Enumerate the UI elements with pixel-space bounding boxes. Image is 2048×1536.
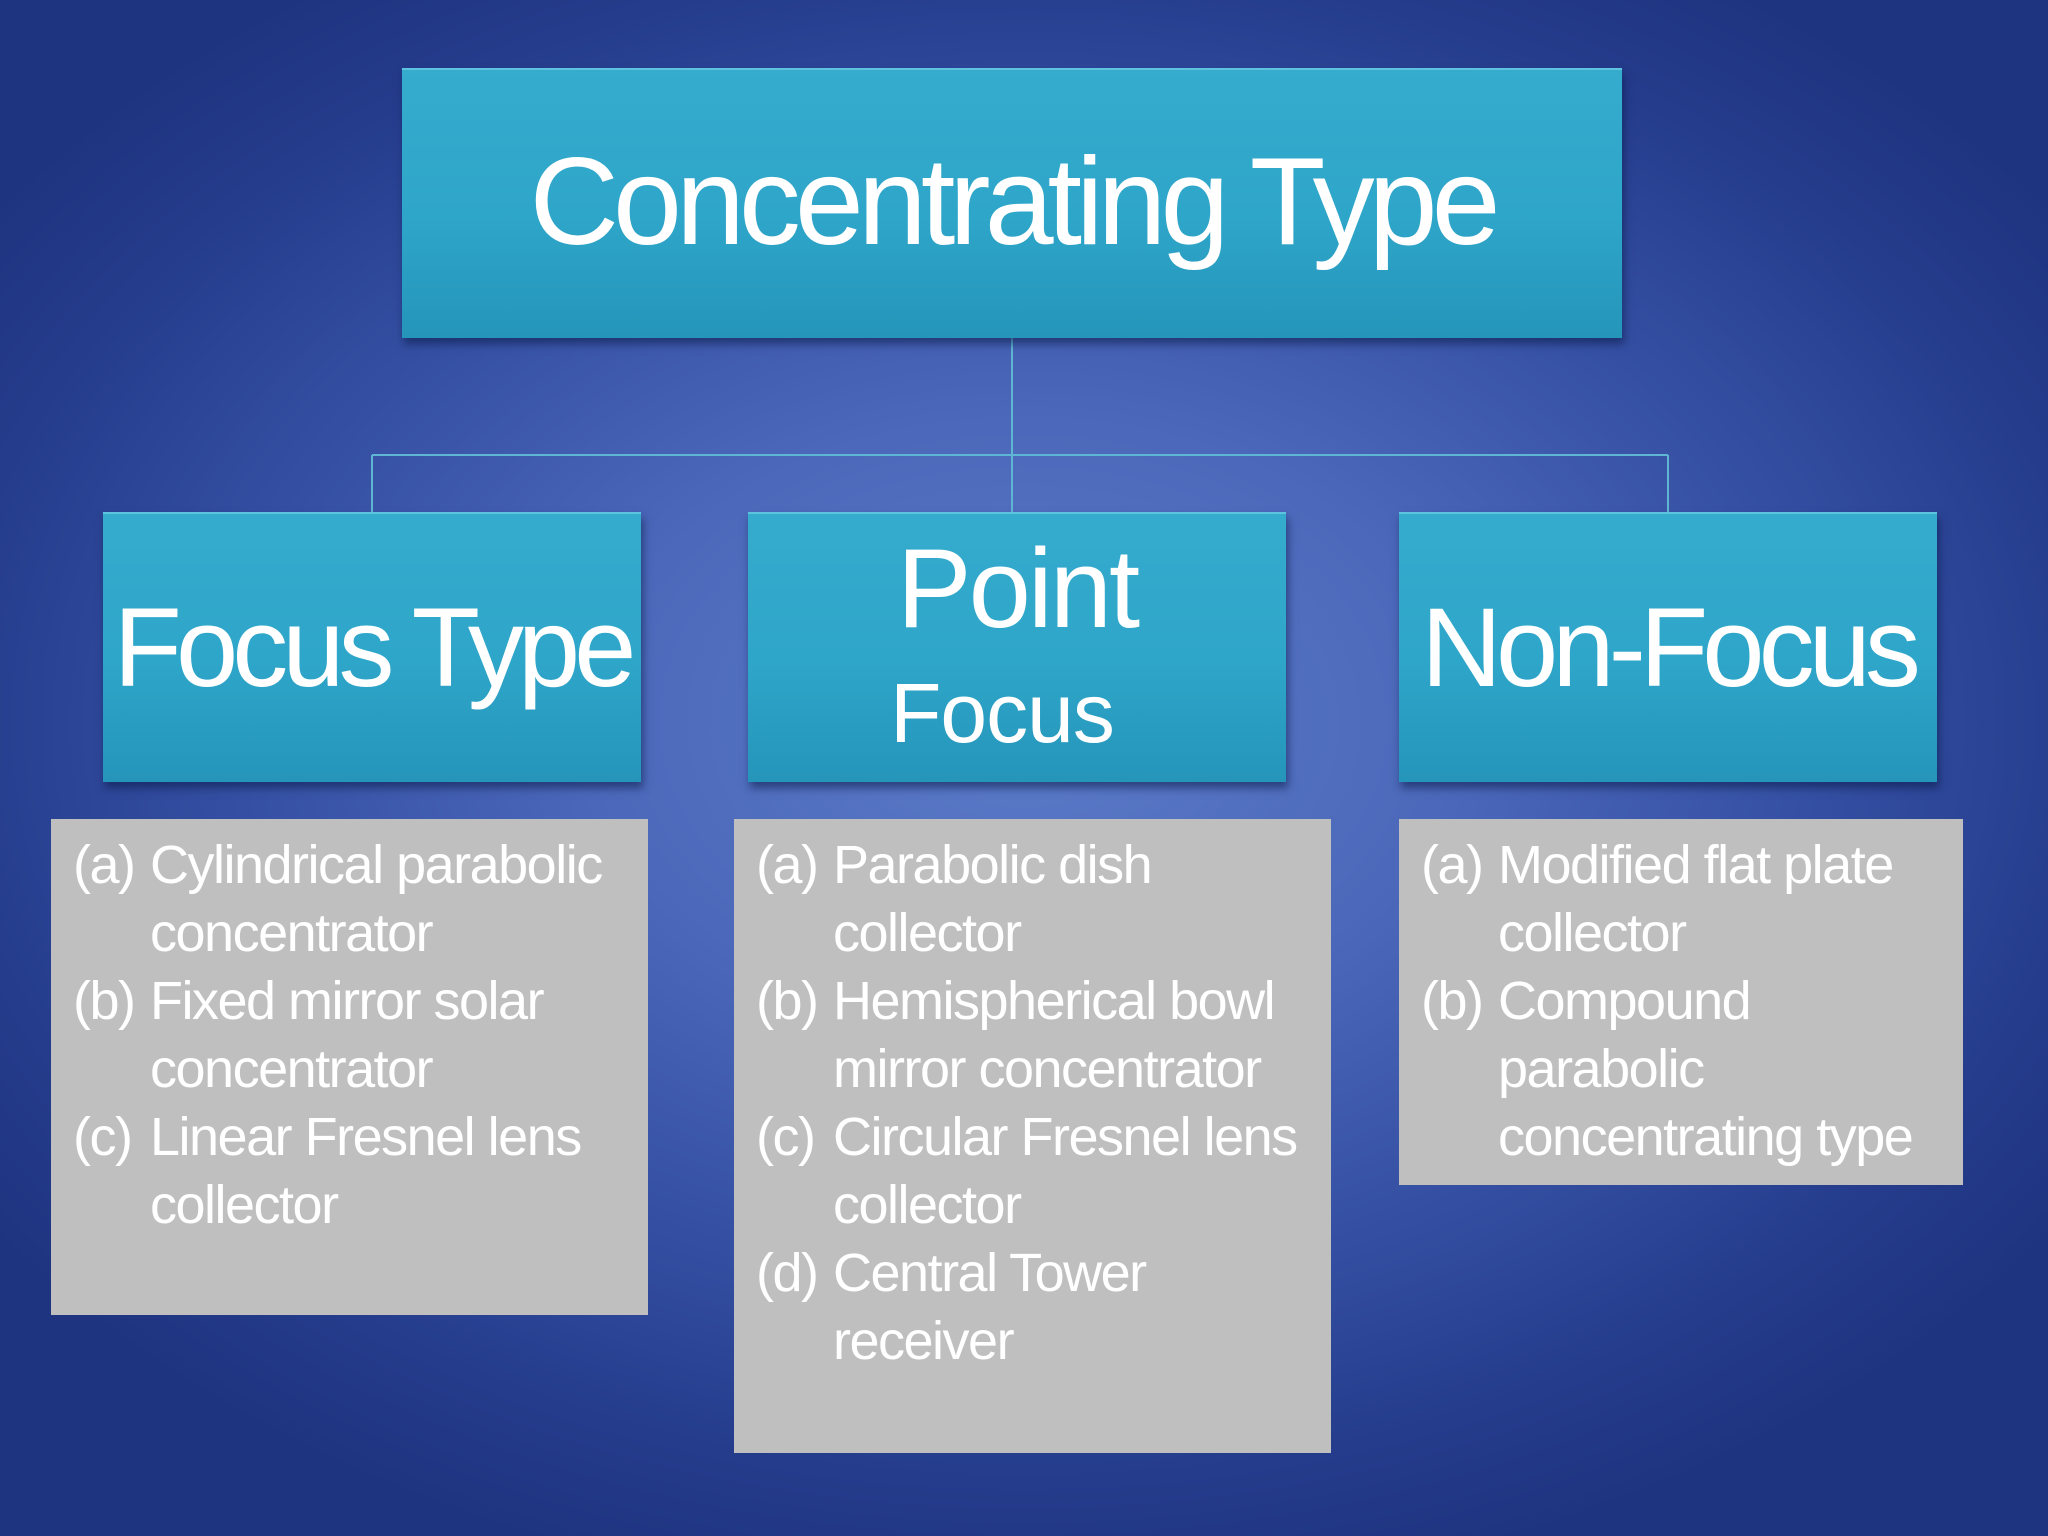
- list-item-marker: (d): [756, 1243, 819, 1303]
- list-item: (c) Linear Fresnel lens collector: [73, 1103, 648, 1239]
- list-item-text: Hemispherical bowl mirror concentrator: [833, 971, 1276, 1099]
- list-item-text: Fixed mirror solar concentrator: [150, 971, 545, 1099]
- point-focus-node-sublabel: Focus: [890, 666, 1115, 760]
- list-item-marker: (b): [1421, 971, 1484, 1031]
- list-item-text: Central Tower receiver: [833, 1243, 1147, 1371]
- point-focus-node: Point Focus: [748, 512, 1286, 782]
- non-focus-node: Non-Focus: [1399, 512, 1937, 782]
- list-item-text: Cylindrical parabolic concentrator: [150, 835, 603, 963]
- focus-type-list: (a) Cylindrical parabolic concentrator (…: [51, 819, 648, 1315]
- list-item: (a) Parabolic dish collector: [756, 831, 1331, 967]
- list-item-marker: (a): [756, 835, 819, 895]
- list-item-text: Modified flat plate collector: [1498, 835, 1894, 963]
- list-item-marker: (c): [756, 1107, 816, 1167]
- list-item: (a) Modified flat plate collector: [1421, 831, 1963, 967]
- list-item: (d) Central Tower receiver: [756, 1239, 1331, 1375]
- root-node-label: Concentrating Type: [529, 133, 1500, 271]
- list-item: (a) Cylindrical parabolic concentrator: [73, 831, 648, 967]
- point-focus-list: (a) Parabolic dish collector (b) Hemisph…: [734, 819, 1331, 1453]
- root-node: Concentrating Type: [402, 68, 1622, 338]
- focus-type-node: Focus Type: [103, 512, 641, 782]
- list-item-text: Parabolic dish collector: [833, 835, 1153, 963]
- list-item: (b) Compound parabolic concentrating typ…: [1421, 967, 1963, 1171]
- list-item-marker: (a): [1421, 835, 1484, 895]
- non-focus-list: (a) Modified flat plate collector (b) Co…: [1399, 819, 1963, 1185]
- list-item-marker: (a): [73, 835, 136, 895]
- list-item-marker: (b): [756, 971, 819, 1031]
- focus-type-node-label: Focus Type: [113, 585, 637, 710]
- list-item-marker: (b): [73, 971, 136, 1031]
- list-item-text: Linear Fresnel lens collector: [150, 1107, 582, 1235]
- point-focus-node-label: Point: [896, 526, 1140, 651]
- non-focus-node-label: Non-Focus: [1421, 585, 1921, 710]
- list-item: (b) Fixed mirror solar concentrator: [73, 967, 648, 1103]
- list-item-text: Compound parabolic concentrating type: [1498, 971, 1914, 1167]
- list-item-text: Circular Fresnel lens collector: [833, 1107, 1298, 1235]
- list-item: (c) Circular Fresnel lens collector: [756, 1103, 1331, 1239]
- list-item-marker: (c): [73, 1107, 133, 1167]
- list-item: (b) Hemispherical bowl mirror concentrat…: [756, 967, 1331, 1103]
